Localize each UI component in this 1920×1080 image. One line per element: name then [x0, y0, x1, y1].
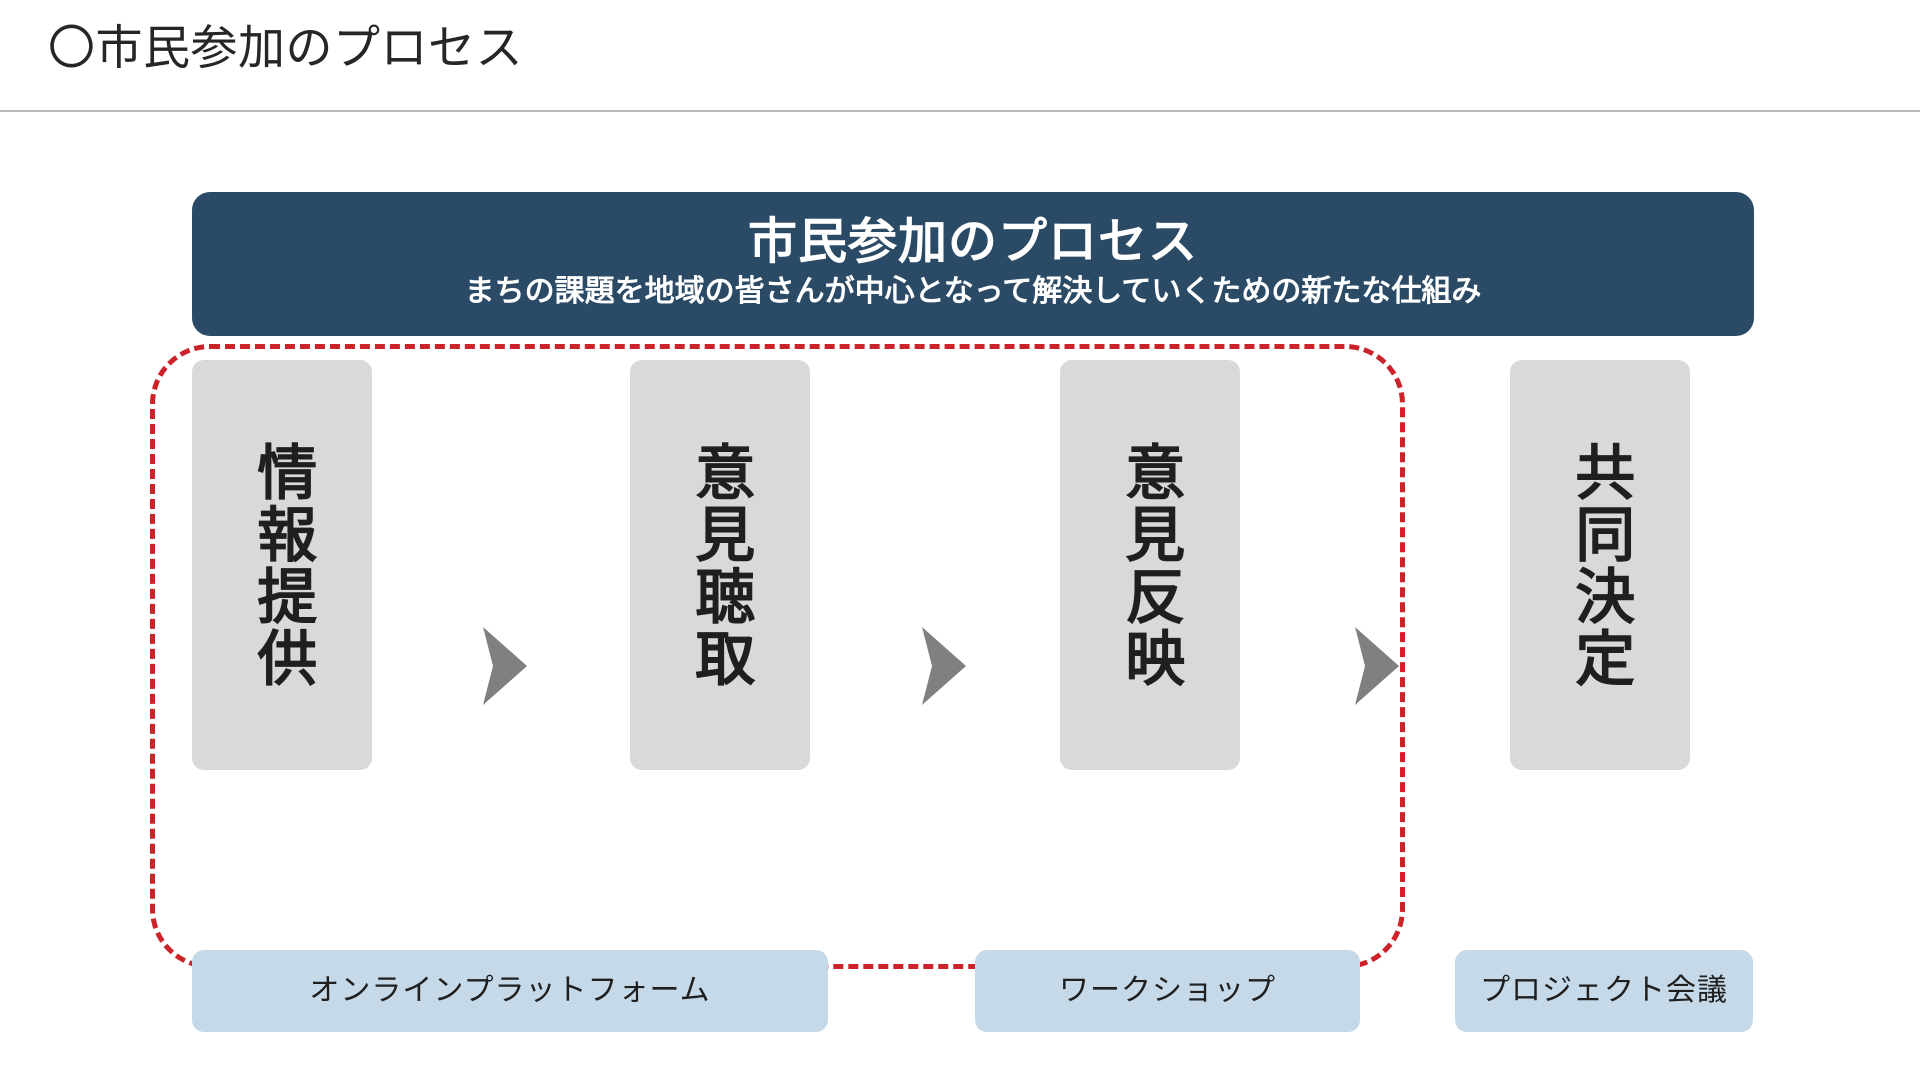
- slide-title-bar: 〇市民参加のプロセス: [0, 0, 1920, 112]
- stage-box-2[interactable]: 意見聴取: [630, 360, 810, 770]
- stage-row: 情報提供 意見聴取 意見反映 共同決定: [0, 112, 1920, 1080]
- channel-box-1[interactable]: オンラインプラットフォーム: [192, 950, 828, 1032]
- stage-label-1: 情報提供: [248, 441, 316, 689]
- triangle-right-icon: [483, 627, 527, 705]
- channel-box-3[interactable]: プロジェクト会議: [1455, 950, 1753, 1032]
- diagram-header-banner: 市民参加のプロセス まちの課題を地域の皆さんが中心となって解決していくための新た…: [192, 192, 1754, 336]
- stage-box-4[interactable]: 共同決定: [1510, 360, 1690, 770]
- stage-label-2: 意見聴取: [686, 441, 754, 689]
- stage-box-1[interactable]: 情報提供: [192, 360, 372, 770]
- channel-label-1: オンラインプラットフォーム: [309, 974, 711, 1007]
- stage-box-3[interactable]: 意見反映: [1060, 360, 1240, 770]
- triangle-right-icon: [1355, 627, 1399, 705]
- channel-label-3: プロジェクト会議: [1480, 974, 1728, 1007]
- banner-subtitle: まちの課題を地域の皆さんが中心となって解決していくための新たな仕組み: [464, 275, 1482, 308]
- stage-label-4: 共同決定: [1566, 441, 1634, 689]
- process-diagram: 市民参加のプロセス まちの課題を地域の皆さんが中心となって解決していくための新た…: [0, 112, 1920, 1080]
- page-title: 〇市民参加のプロセス: [48, 21, 523, 74]
- triangle-right-icon: [922, 627, 966, 705]
- banner-title: 市民参加のプロセス: [747, 215, 1198, 269]
- channel-label-2: ワークショップ: [1059, 974, 1276, 1007]
- stage-label-3: 意見反映: [1116, 441, 1184, 689]
- channel-box-2[interactable]: ワークショップ: [975, 950, 1360, 1032]
